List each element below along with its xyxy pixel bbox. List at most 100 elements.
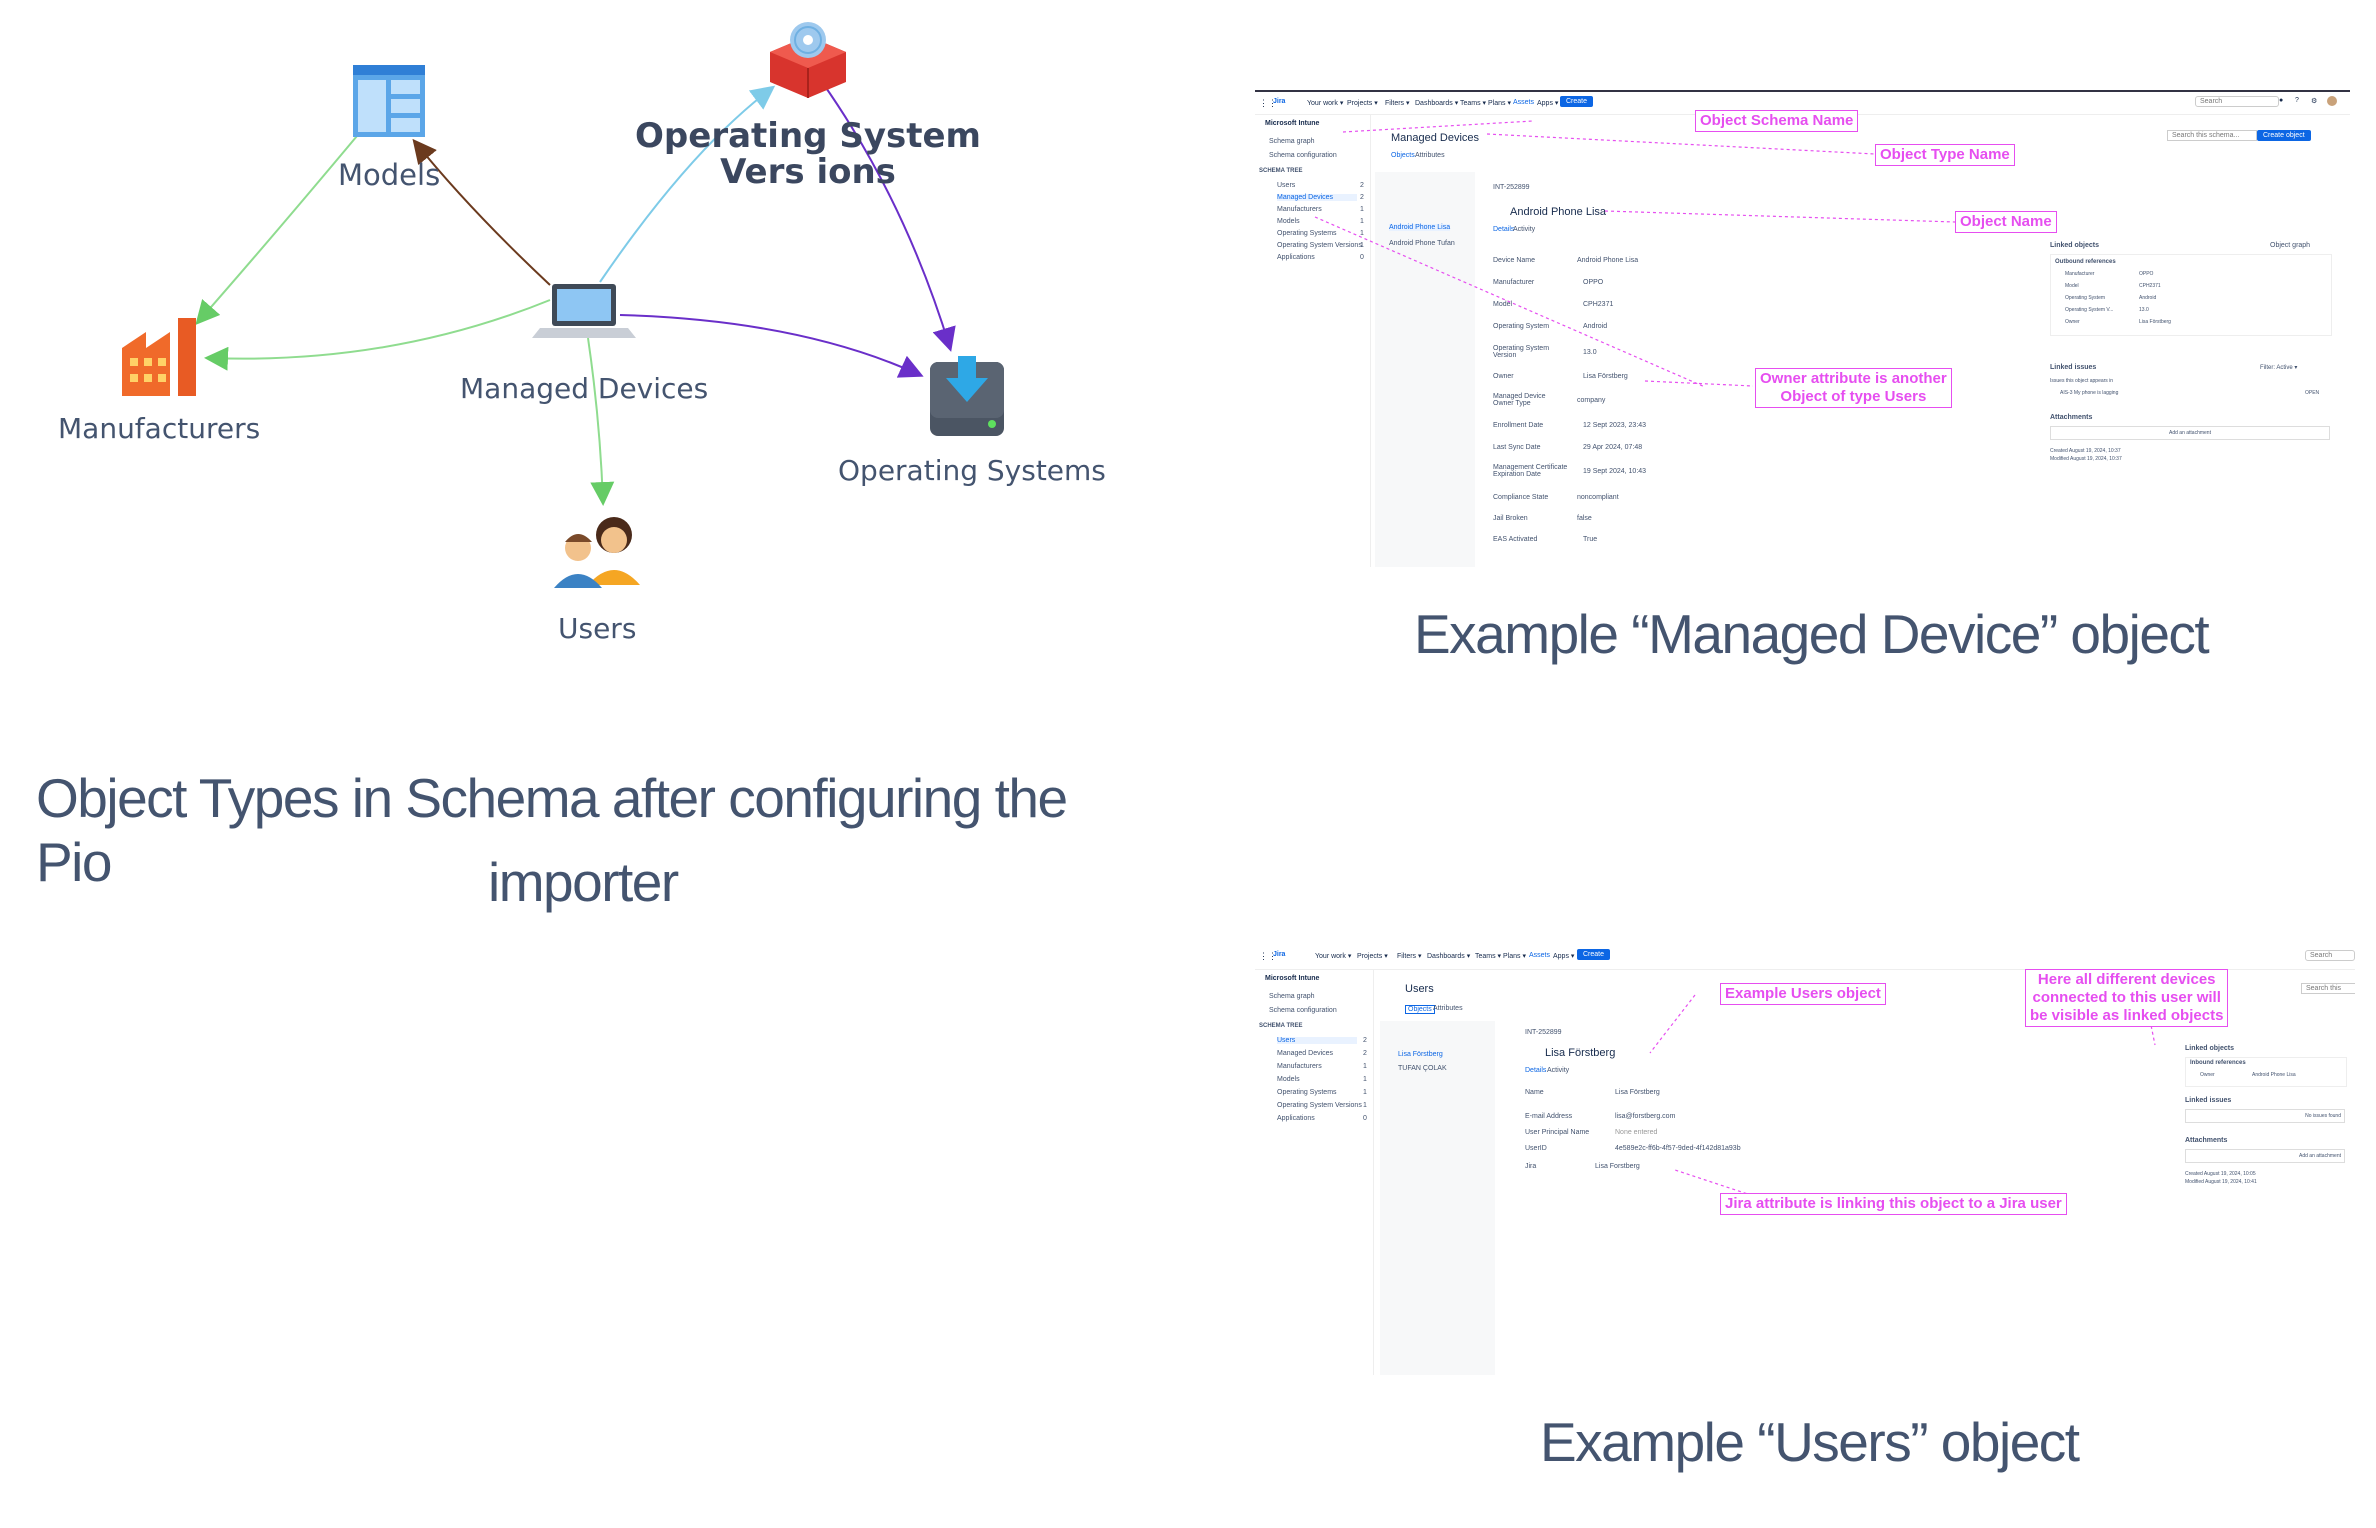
attr-value-jira[interactable]: Lisa Forstberg (1595, 1163, 1640, 1170)
notification-icon[interactable]: ● (2279, 97, 2284, 104)
create-object-button[interactable]: Create object (2257, 130, 2311, 141)
issue-row-text[interactable]: AIS-3 My phone is lagging (2060, 390, 2119, 396)
attr-value-owner[interactable]: Lisa Förstberg (1583, 373, 1628, 380)
linked-ref-value[interactable]: 13.0 (2139, 307, 2149, 313)
nav-filters[interactable]: Filters ▾ (1385, 100, 1410, 107)
linked-ref-value[interactable]: CPH2371 (2139, 283, 2161, 289)
schema-name[interactable]: Microsoft Intune (1265, 975, 1320, 982)
modified-timestamp: Modified August 19, 2024, 10:37 (2050, 456, 2122, 462)
apps-grid-icon[interactable]: ⋮⋮ (1259, 951, 1277, 961)
list-item[interactable]: Android Phone Lisa (1389, 224, 1451, 231)
sidebar-item-users[interactable]: Users (1277, 1037, 1357, 1044)
attr-name-eas-activated: EAS Activated (1493, 536, 1538, 543)
attr-value-operating-system[interactable]: Android (1583, 323, 1608, 330)
help-icon[interactable]: ? (2295, 97, 2299, 104)
users-icon (554, 517, 640, 588)
tab-details[interactable]: Details (1525, 1067, 1547, 1074)
object-graph-button[interactable]: Object graph (2270, 242, 2311, 249)
nav-your-work[interactable]: Your work ▾ (1307, 100, 1344, 107)
attr-value-email[interactable]: lisa@forstberg.com (1615, 1113, 1676, 1120)
sidebar-item-managed-devices[interactable]: Managed Devices (1277, 194, 1357, 201)
tab-attributes[interactable]: Attributes (1415, 152, 1445, 159)
create-button[interactable]: Create (1560, 96, 1594, 107)
add-attachment-button[interactable]: Add an attachment (2185, 1149, 2345, 1163)
sidebar-item-users[interactable]: Users (1277, 182, 1296, 189)
linked-ref-value[interactable]: OPPO (2139, 271, 2154, 277)
sidebar-item-os-versions[interactable]: Operating System Versions (1277, 1102, 1362, 1109)
global-search-input[interactable]: Search (2195, 96, 2279, 107)
nav-dashboards[interactable]: Dashboards ▾ (1415, 100, 1459, 107)
nav-plans[interactable]: Plans ▾ (1488, 100, 1511, 107)
add-attachment-button[interactable]: Add an attachment (2050, 426, 2330, 440)
jira-logo[interactable]: Jira (1273, 951, 1286, 958)
sidebar-item-models[interactable]: Models (1277, 1076, 1300, 1083)
attr-value-manufacturer[interactable]: OPPO (1583, 279, 1604, 286)
list-item[interactable]: TUFAN ÇOLAK (1398, 1065, 1447, 1072)
attr-name-owner: Owner (1493, 373, 1514, 380)
tab-details[interactable]: Details (1493, 226, 1515, 233)
nav-teams[interactable]: Teams ▾ (1475, 953, 1502, 960)
inbound-ref-value[interactable]: Android Phone Lisa (2252, 1072, 2296, 1078)
schema-search-input[interactable]: Search this schema... (2167, 130, 2257, 141)
avatar[interactable] (2327, 96, 2337, 106)
sidebar-item-models[interactable]: Models (1277, 218, 1300, 225)
schema-search-input[interactable]: Search this (2301, 983, 2355, 994)
linked-ref-value[interactable]: Lisa Förstberg (2139, 319, 2171, 325)
attr-name-name: Name (1525, 1089, 1544, 1096)
list-item[interactable]: Lisa Förstberg (1398, 1051, 1443, 1058)
sidebar-item-operating-systems[interactable]: Operating Systems (1277, 230, 1337, 237)
schema-graph-link[interactable]: Schema graph (1269, 993, 1315, 1000)
attr-value-os-version[interactable]: 13.0 (1583, 349, 1597, 356)
node-label-managed-devices: Managed Devices (460, 372, 709, 405)
edge-osversions-os (821, 81, 956, 352)
attr-value-model[interactable]: CPH2371 (1583, 301, 1614, 308)
tab-objects[interactable]: Objects (1391, 152, 1415, 159)
schema-name[interactable]: Microsoft Intune (1265, 120, 1320, 127)
apps-grid-icon[interactable]: ⋮⋮ (1259, 98, 1277, 108)
schema-config-link[interactable]: Schema configuration (1269, 1007, 1337, 1014)
nav-projects[interactable]: Projects ▾ (1357, 953, 1388, 960)
nav-projects[interactable]: Projects ▾ (1347, 100, 1378, 107)
settings-gear-icon[interactable]: ⚙ (2311, 98, 2318, 105)
nav-your-work[interactable]: Your work ▾ (1315, 953, 1352, 960)
nav-apps[interactable]: Apps ▾ (1553, 953, 1575, 960)
sidebar-item-operating-systems[interactable]: Operating Systems (1277, 1089, 1337, 1096)
linked-ref-value[interactable]: Android (2139, 295, 2157, 301)
sidebar-item-manufacturers[interactable]: Manufacturers (1277, 206, 1322, 213)
graph-edges (122, 22, 1004, 588)
schema-graph-link[interactable]: Schema graph (1269, 138, 1315, 145)
attr-name-upn: User Principal Name (1525, 1129, 1590, 1136)
tab-attributes[interactable]: Attributes (1433, 1005, 1463, 1012)
nav-assets[interactable]: Assets (1529, 952, 1551, 959)
schema-config-link[interactable]: Schema configuration (1269, 152, 1337, 159)
sidebar-item-os-versions[interactable]: Operating System Versions (1277, 242, 1362, 249)
object-key: INT-252899 (1525, 1029, 1562, 1036)
sidebar-item-manufacturers[interactable]: Manufacturers (1277, 1063, 1322, 1070)
edge-devices-os (619, 314, 924, 378)
diagram-caption-line1: Object Types in Schema after configuring… (36, 767, 1068, 893)
sidebar-item-applications[interactable]: Applications (1277, 254, 1315, 261)
nav-plans[interactable]: Plans ▾ (1503, 953, 1526, 960)
nav-dashboards[interactable]: Dashboards ▾ (1427, 953, 1471, 960)
attr-name-email: E-mail Address (1525, 1113, 1573, 1120)
filter-active-dropdown[interactable]: Filter: Active ▾ (2260, 365, 2298, 371)
tab-activity[interactable]: Activity (1547, 1067, 1570, 1074)
tab-activity[interactable]: Activity (1513, 226, 1536, 233)
issue-status-badge: OPEN (2305, 390, 2320, 396)
tab-objects[interactable]: Objects (1405, 1005, 1435, 1014)
nav-apps[interactable]: Apps ▾ (1537, 100, 1559, 107)
nav-assets[interactable]: Assets (1513, 99, 1535, 106)
global-search-input[interactable]: Search (2305, 950, 2355, 961)
nav-filters[interactable]: Filters ▾ (1397, 953, 1422, 960)
list-item[interactable]: Android Phone Tufan (1389, 240, 1455, 247)
linked-objects-panel: Linked objects Object graph Outbound ref… (2050, 242, 2340, 562)
sidebar-count-operating-systems: 1 (1360, 230, 1364, 237)
sidebar-item-applications[interactable]: Applications (1277, 1115, 1315, 1122)
annotation-devices-line3: be visible as linked objects (2030, 1007, 2224, 1024)
create-button[interactable]: Create (1577, 949, 1611, 960)
jira-logo[interactable]: Jira (1273, 98, 1286, 105)
nav-teams[interactable]: Teams ▾ (1460, 100, 1487, 107)
annotation-devices-line2: connected to this user will (2032, 989, 2221, 1006)
sidebar-item-managed-devices[interactable]: Managed Devices (1277, 1050, 1334, 1057)
object-list: Lisa Förstberg TUFAN ÇOLAK (1380, 1021, 1495, 1375)
